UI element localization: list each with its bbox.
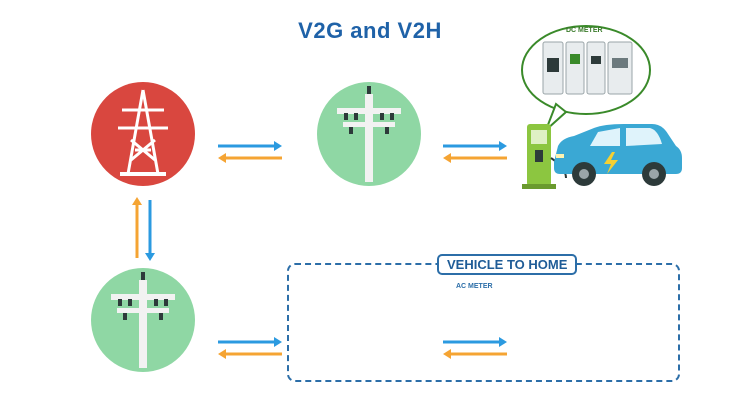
arrows-pole-to-house <box>216 335 284 361</box>
page-title: V2G and V2H <box>298 18 442 43</box>
arrows-grid-to-bottom-pole <box>132 197 155 261</box>
vehicle-to-home-label: VEHICLE TO HOME <box>437 254 578 275</box>
electric-car-icon <box>554 124 682 186</box>
transmission-tower-icon <box>91 82 195 186</box>
dc-meter-icon <box>521 25 651 131</box>
arrows-grid-to-pole <box>216 139 284 165</box>
vehicle-to-home-frame <box>287 263 680 382</box>
utility-pole-icon <box>91 268 195 372</box>
utility-pole-icon <box>317 82 421 186</box>
ac-meter-label: AC METER <box>456 283 493 290</box>
dc-meter-label: DC METER <box>566 27 603 34</box>
arrows-pole-to-charger <box>441 139 509 165</box>
